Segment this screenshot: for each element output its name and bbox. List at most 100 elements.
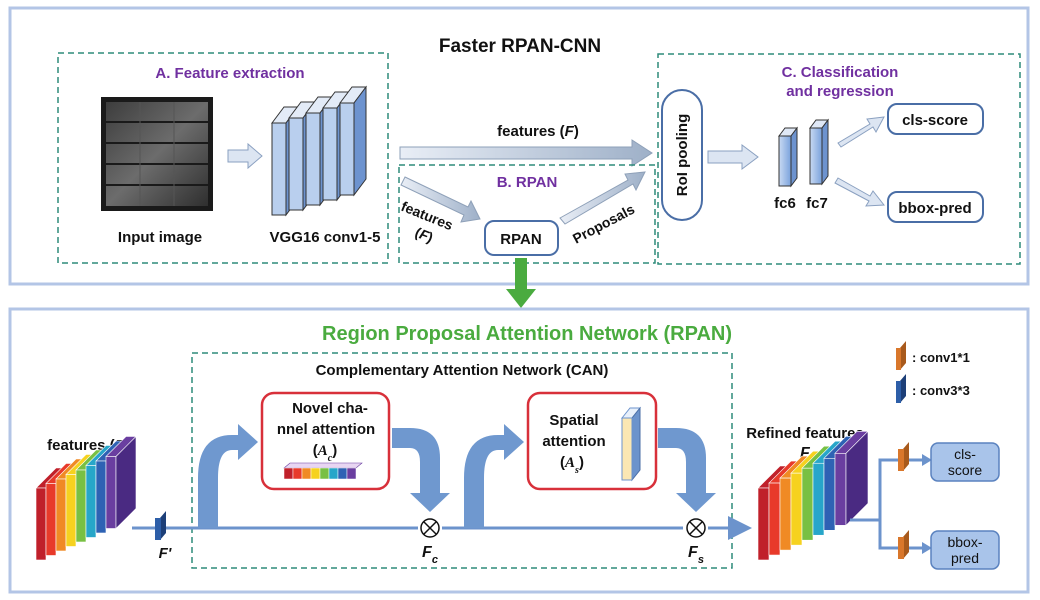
branch-arrowhead-cls — [922, 454, 932, 466]
input-image-label: Input image — [118, 229, 202, 246]
fc6-label: fc6 — [774, 195, 796, 212]
spatial-attention-line2: attention — [542, 433, 605, 450]
out-bbox-box — [930, 530, 1000, 570]
cube-side — [845, 430, 869, 527]
cube-side — [115, 435, 137, 530]
roi-pooling-label: RoI pooling — [674, 114, 691, 196]
arrow-input-to-vgg — [227, 142, 263, 170]
arrow-features-top — [399, 139, 653, 167]
section-c-title-2: and regression — [786, 83, 894, 100]
conv1x1-cls — [898, 442, 909, 471]
fc7-label: fc7 — [806, 195, 828, 212]
curve-arrow-from-channel — [392, 428, 450, 512]
green-arrow-head — [506, 289, 536, 308]
fc6-layer — [778, 126, 798, 188]
out-cls-line1: cls- — [954, 446, 976, 462]
can-box — [191, 352, 733, 569]
cls-score-box — [887, 103, 984, 135]
vgg-slab-front — [322, 107, 338, 201]
cube-slice-front — [779, 477, 792, 551]
arrow-to-bbox — [834, 177, 885, 207]
cube-slice-front — [65, 474, 77, 547]
cube-slice-front — [812, 462, 825, 536]
bottom-title: Region Proposal Attention Network (RPAN) — [322, 323, 732, 345]
cube-slice-front — [834, 453, 847, 526]
fc7-layer — [809, 118, 829, 186]
legend-conv3x3-label: : conv3*3 — [912, 383, 970, 398]
legend-conv1x1-label: : conv1*1 — [912, 350, 970, 365]
refined-features-label: Refined features — [746, 425, 864, 442]
vgg-slab-front — [288, 117, 304, 211]
features-top-label: features (F) — [497, 123, 579, 140]
spatial-attention-symbol: (As) — [560, 454, 584, 476]
section-a-title: A. Feature extraction — [155, 65, 304, 82]
out-cls-line2: score — [948, 462, 982, 478]
features-left-f: (F) — [413, 224, 436, 246]
vgg16-conv-stack — [271, 85, 367, 217]
section-b-title: B. RPAN — [497, 174, 558, 191]
fs-multiply-node — [686, 518, 706, 538]
channel-bar-cell — [328, 467, 339, 480]
top-title: Faster RPAN-CNN — [439, 36, 601, 57]
conv1x1-bbox — [898, 530, 909, 559]
bottom-panel-frame — [8, 307, 1030, 594]
section-c-box — [657, 53, 1021, 265]
vgg-slab-front — [305, 112, 321, 206]
cube-slice-front — [75, 469, 87, 543]
section-a-box — [57, 52, 389, 264]
out-cls-box — [930, 442, 1000, 482]
cube-slice-front — [105, 456, 117, 529]
bbox-pred-label: bbox-pred — [898, 200, 971, 217]
green-connector-arrow — [515, 258, 527, 292]
roi-pooling-box — [661, 89, 703, 221]
arrow-roi-to-fc — [707, 144, 759, 170]
can-title: Complementary Attention Network (CAN) — [316, 362, 609, 379]
cube-slice-front — [95, 460, 107, 534]
channel-attention-line2: nnel attention — [277, 421, 375, 438]
arrow-features-to-rpan — [400, 176, 481, 223]
channel-weight-bar — [283, 462, 363, 480]
cube-slice-front — [45, 483, 57, 556]
vgg-slab-side — [353, 85, 367, 197]
cube-slice-front — [55, 478, 67, 552]
branch-arrowhead-bbox — [922, 542, 932, 554]
conv3x3-block — [155, 511, 166, 540]
cube-slice-front — [790, 472, 803, 546]
spatial-attention-line1: Spatial — [549, 412, 598, 429]
fs-label: Fs — [688, 544, 704, 566]
cube-slice-front — [35, 487, 47, 561]
cube-slice-front — [757, 487, 770, 561]
out-bbox-line2: pred — [951, 550, 979, 566]
input-image — [101, 97, 213, 211]
rpan-box — [484, 220, 559, 256]
vgg-slab-front — [339, 102, 355, 196]
input-feature-cube — [35, 435, 137, 561]
curve-arrow-to-spatial — [464, 424, 524, 528]
fc-multiply-node — [420, 518, 440, 538]
vgg-slab-front — [271, 122, 287, 216]
legend-conv1x1 — [896, 341, 906, 370]
channel-bar-cell — [346, 467, 357, 480]
channel-bar-cell — [310, 467, 321, 480]
rpan-box-label: RPAN — [500, 231, 541, 248]
cube-slice-front — [823, 457, 836, 531]
channel-bar-cell — [301, 467, 312, 480]
cube-slice-front — [801, 467, 814, 541]
out-bbox-line1: bbox- — [947, 534, 982, 550]
section-c-title-1: C. Classification — [782, 64, 899, 81]
bbox-pred-box — [887, 191, 984, 223]
channel-bar-cell — [319, 467, 330, 480]
refined-feature-cube — [757, 430, 869, 561]
arrow-to-cls — [837, 116, 885, 148]
channel-attention-line1: Novel cha- — [292, 400, 368, 417]
legend-conv3x3 — [896, 374, 906, 403]
channel-bar-cell — [283, 467, 294, 480]
channel-attention-symbol: (Ac) — [313, 442, 337, 464]
vgg-label: VGG16 conv1-5 — [270, 229, 381, 246]
cls-score-label: cls-score — [902, 112, 968, 129]
channel-bar-top — [283, 462, 363, 469]
cube-slice-front — [768, 482, 781, 556]
channel-bar-cell — [292, 467, 303, 480]
f-prime-label: F' — [159, 545, 172, 562]
